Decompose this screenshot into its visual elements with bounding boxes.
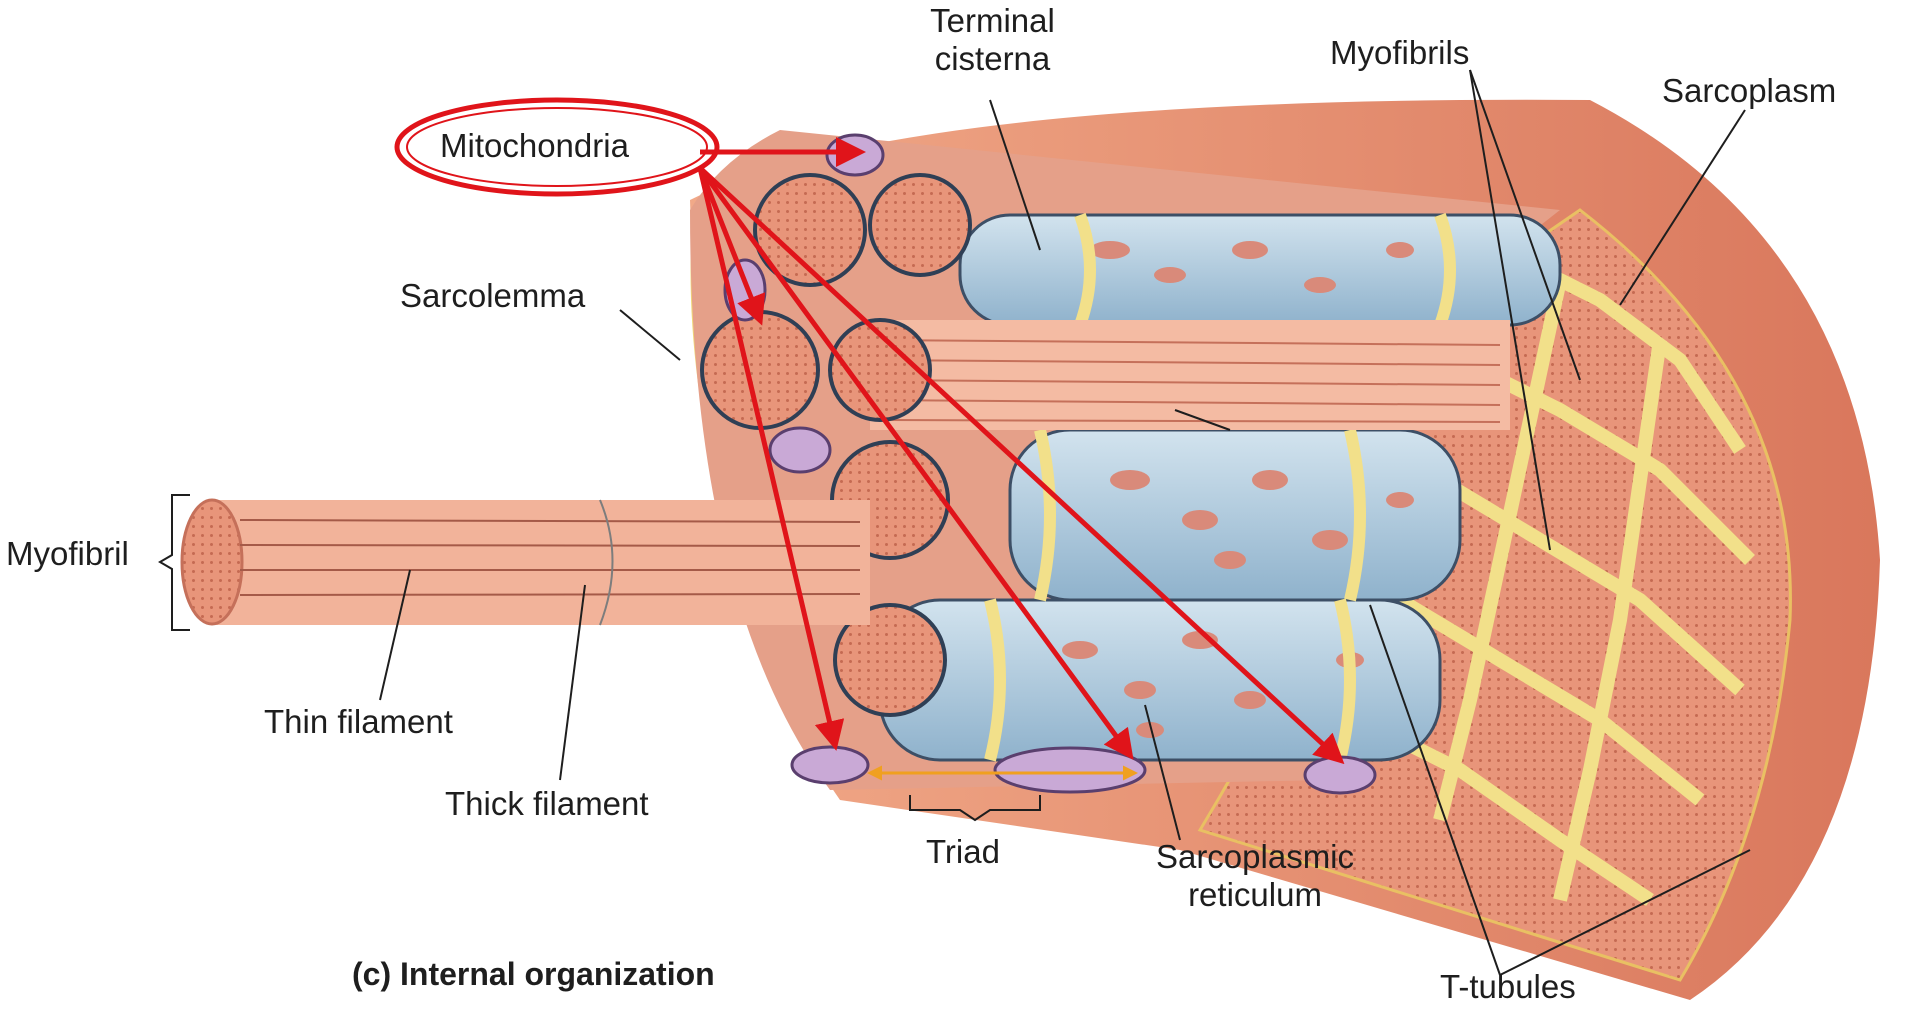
protruding-myofibril xyxy=(182,500,870,625)
label-terminal-cisterna: Terminal cisterna xyxy=(905,2,1080,78)
label-t-tubules: T-tubules xyxy=(1440,968,1576,1006)
label-triad: Triad xyxy=(926,833,1000,871)
label-sarcoplasmic-reticulum-line2: reticulum xyxy=(1130,876,1380,914)
label-terminal-cisterna-line2: cisterna xyxy=(905,40,1080,78)
label-sarcolemma: Sarcolemma xyxy=(400,277,585,315)
label-myofibrils: Myofibrils xyxy=(1330,34,1469,72)
label-sarcoplasmic-reticulum-line1: Sarcoplasmic xyxy=(1130,838,1380,876)
label-sarcoplasmic-reticulum: Sarcoplasmic reticulum xyxy=(1130,838,1380,914)
label-sarcoplasm: Sarcoplasm xyxy=(1662,72,1836,110)
label-thick-filament: Thick filament xyxy=(445,785,649,823)
figure-caption: (c) Internal organization xyxy=(352,955,715,993)
label-terminal-cisterna-line1: Terminal xyxy=(905,2,1080,40)
label-myofibril: Myofibril xyxy=(6,535,129,573)
label-thin-filament: Thin filament xyxy=(264,703,453,741)
label-mitochondria: Mitochondria xyxy=(440,127,629,165)
